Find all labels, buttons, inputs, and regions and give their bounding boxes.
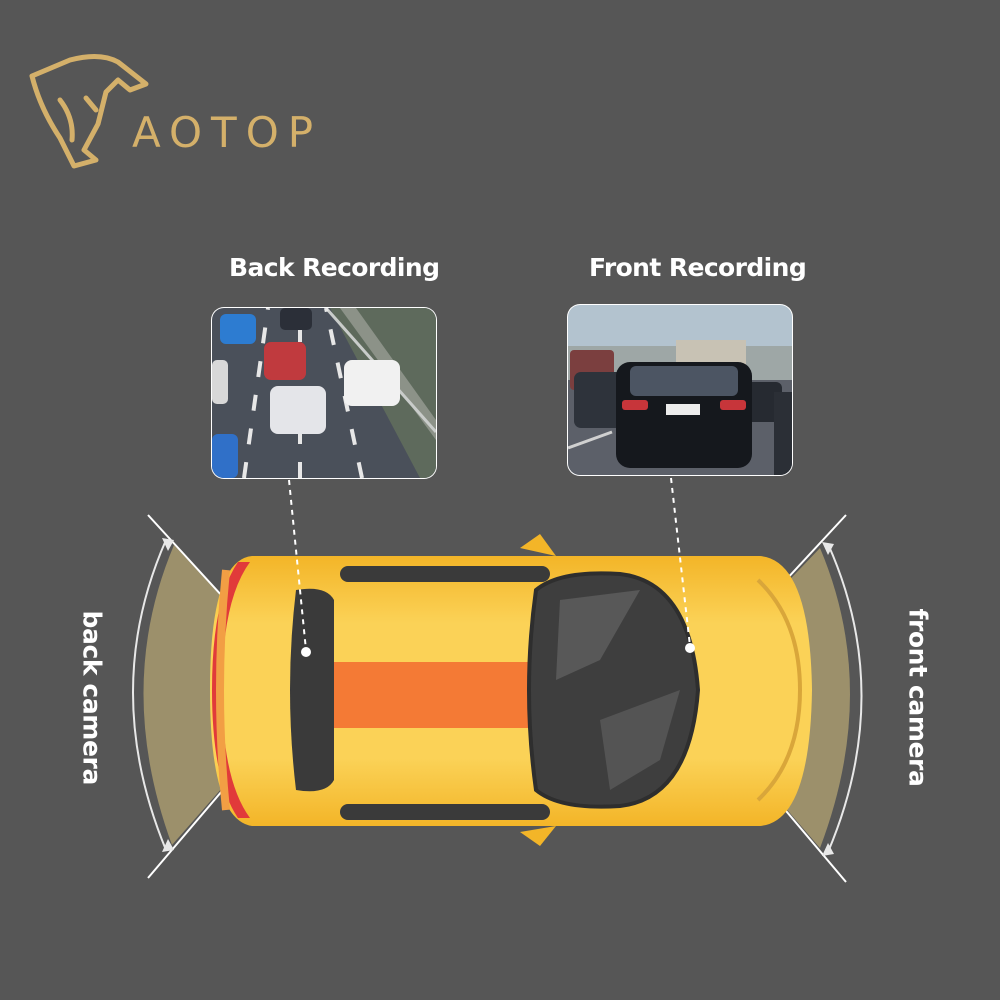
back-recording-title: Back Recording: [229, 253, 440, 282]
brand-name: AOTOP: [132, 108, 323, 157]
front-recording-title: Front Recording: [589, 253, 807, 282]
back-camera-label: back camera: [77, 610, 107, 785]
horse-head-logo-icon: [29, 54, 149, 169]
front-camera-label: front camera: [903, 608, 933, 787]
back-recording-preview: [211, 307, 437, 479]
car-top-view: [210, 534, 812, 846]
front-camera-connector: [670, 477, 695, 653]
front-recording-preview: [567, 304, 793, 476]
back-camera-connector: [288, 479, 311, 657]
